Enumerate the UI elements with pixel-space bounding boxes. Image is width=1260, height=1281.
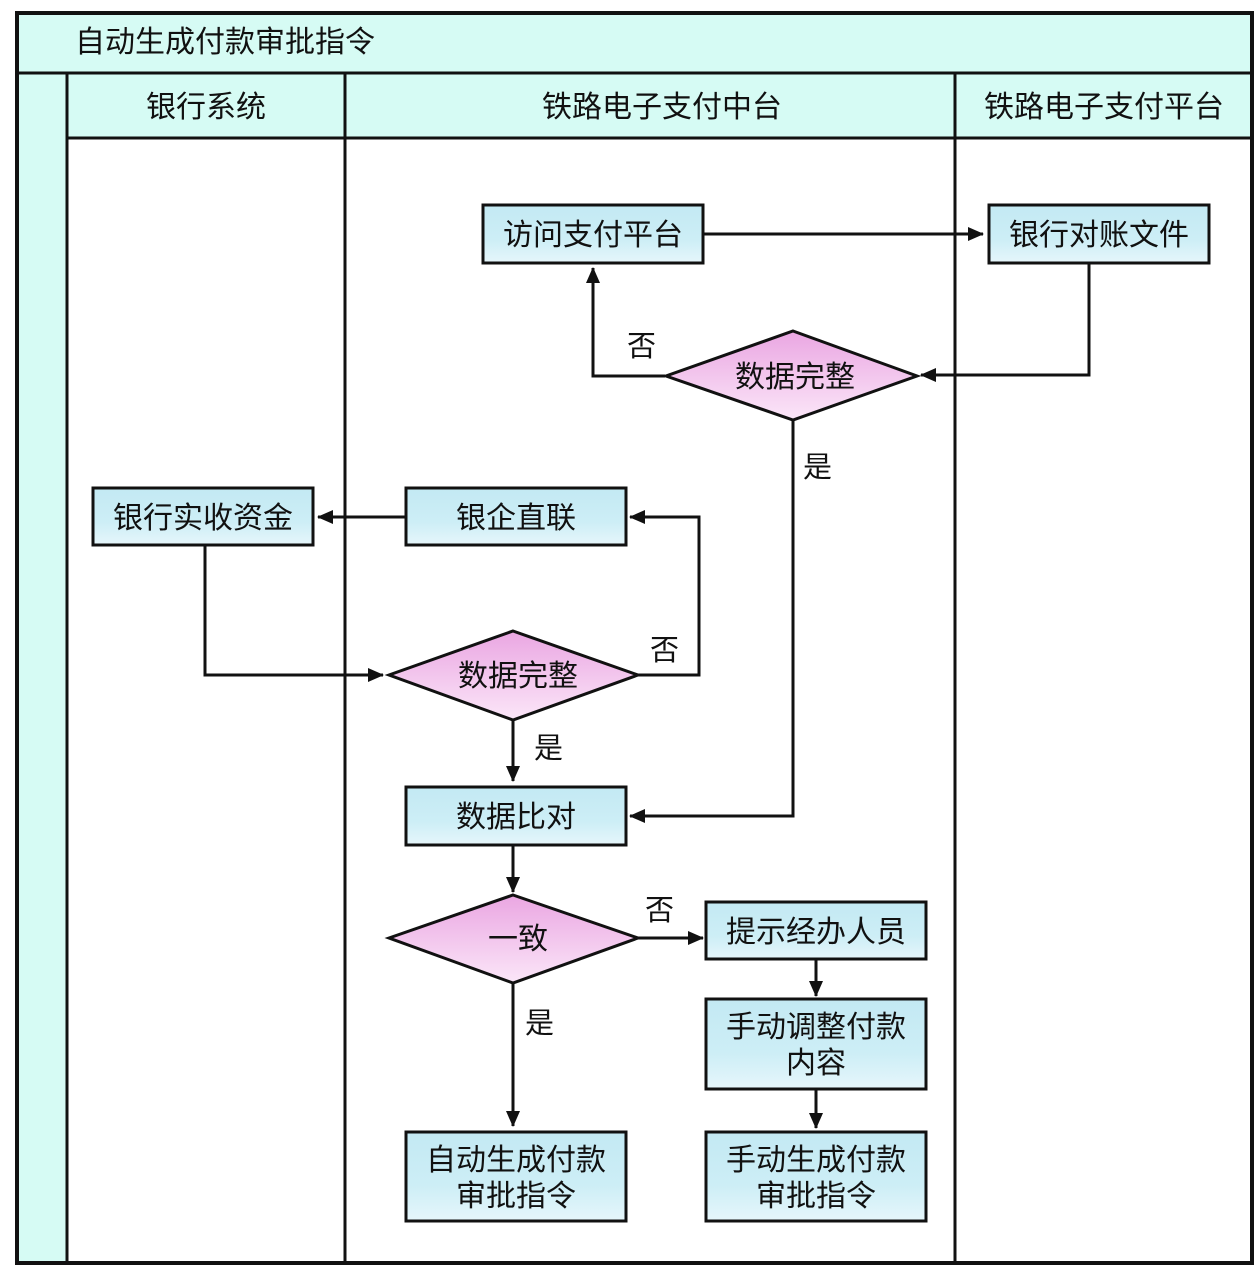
node-compare[interactable]: 数据比对: [404, 785, 628, 847]
node-bank-direct-label: 银企直联: [456, 501, 576, 536]
node-check1-label: 数据完整: [735, 360, 855, 395]
diagram-title: 自动生成付款审批指令: [75, 25, 375, 60]
node-manual-generate[interactable]: 手动生成付款 审批指令: [704, 1130, 928, 1223]
node-auto-generate-label-line2: 审批指令: [456, 1179, 576, 1214]
node-consistent-decision[interactable]: 一致: [384, 893, 643, 985]
node-check2-decision[interactable]: 数据完整: [384, 629, 643, 722]
connectors: [203, 227, 1091, 1129]
node-notify[interactable]: 提示经办人员: [704, 900, 928, 961]
node-compare-label: 数据比对: [456, 800, 576, 835]
swimlane-frame: [15, 11, 1254, 1265]
lane-header-middle: 铁路电子支付中台: [542, 90, 782, 125]
node-bank-direct[interactable]: 银企直联: [404, 486, 628, 547]
node-bank-statement-label: 银行对账文件: [1009, 218, 1189, 253]
left-band: [15, 71, 69, 1265]
edge-check1-no-to-access: [586, 267, 665, 378]
edge-received-to-check2: [203, 545, 384, 682]
node-manual-generate-label-line2: 审批指令: [756, 1179, 876, 1214]
node-manual-adjust[interactable]: 手动调整付款 内容: [704, 997, 928, 1091]
outer-border: [15, 11, 1254, 1265]
node-notify-label: 提示经办人员: [726, 915, 906, 950]
node-access-platform[interactable]: 访问支付平台: [481, 203, 705, 265]
node-access-platform-label: 访问支付平台: [503, 218, 683, 253]
node-bank-received[interactable]: 银行实收资金: [91, 486, 315, 547]
edge-check1-yes-to-compare: [629, 420, 795, 823]
lane-header-band: [65, 71, 1254, 140]
edge-statement-to-check1: [920, 263, 1091, 382]
node-auto-generate-label-line1: 自动生成付款: [426, 1143, 606, 1178]
edge-check2-no-to-direct: [629, 510, 701, 677]
lane-header-bank: 银行系统: [146, 90, 266, 125]
node-bank-statement[interactable]: 银行对账文件: [987, 203, 1211, 265]
node-manual-adjust-label-line1: 手动调整付款: [726, 1010, 906, 1045]
node-manual-generate-label-line1: 手动生成付款: [726, 1143, 906, 1178]
node-bank-received-label: 银行实收资金: [113, 501, 293, 536]
node-consistent-label: 一致: [488, 922, 548, 957]
edge-label-check2-no: 否: [650, 633, 679, 667]
node-check1-decision[interactable]: 数据完整: [661, 329, 922, 422]
lane-header-platform: 铁路电子支付平台: [984, 90, 1224, 125]
edge-label-check1-yes: 是: [803, 450, 832, 484]
edge-label-check2-yes: 是: [534, 731, 563, 765]
node-auto-generate[interactable]: 自动生成付款 审批指令: [404, 1130, 628, 1223]
lanes-body: [65, 136, 1254, 1265]
node-check2-label: 数据完整: [458, 659, 578, 694]
edge-label-check1-no: 否: [627, 329, 656, 363]
edge-label-consistent-no: 否: [645, 893, 674, 927]
edge-label-consistent-yes: 是: [525, 1006, 554, 1040]
node-manual-adjust-label-line2: 内容: [786, 1046, 846, 1081]
